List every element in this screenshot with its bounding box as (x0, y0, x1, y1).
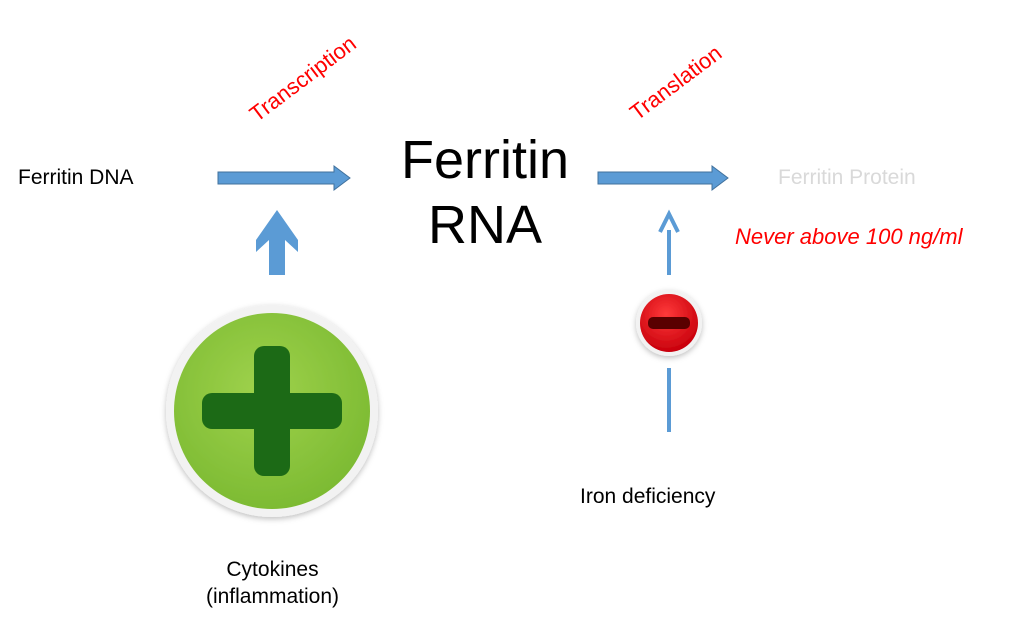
minus-icon (636, 290, 702, 356)
cytokines-label-line2: (inflammation) (205, 585, 340, 609)
ferritin-dna-label: Ferritin DNA (18, 166, 134, 189)
translation-arrow (597, 165, 729, 191)
transcription-arrow (217, 165, 351, 191)
iron-deficiency-label: Iron deficiency (580, 485, 716, 508)
ferritin-rna-title: Ferritin RNA (380, 128, 590, 258)
protein-limit-note: Never above 100 ng/ml (735, 224, 963, 249)
cytokines-up-arrow (256, 210, 298, 275)
ferritin-protein-label: Ferritin Protein (778, 166, 916, 189)
plus-icon (166, 305, 378, 517)
ferritin-rna-line2: RNA (427, 194, 542, 255)
iron-inhibition-line (658, 209, 680, 432)
cytokines-label: Cytokines (inflammation) (170, 556, 375, 611)
ferritin-rna-line1: Ferritin (400, 130, 569, 190)
cytokines-label-line1: Cytokines (226, 558, 319, 581)
